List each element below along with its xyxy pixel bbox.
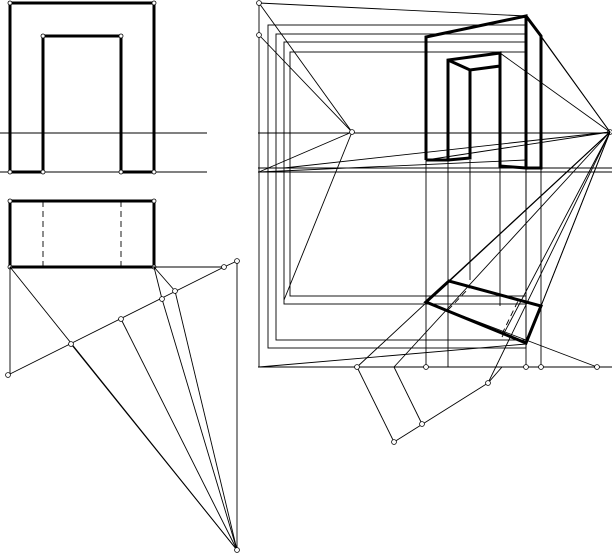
frame-rect [275, 33, 527, 341]
node [523, 364, 529, 370]
ray-line [161, 298, 238, 551]
measuring-line [7, 266, 225, 376]
vanishing-ray [540, 35, 611, 133]
vanishing-ray [499, 52, 611, 133]
vanishing-ray [540, 131, 611, 307]
arch-front-face [424, 14, 528, 170]
node [172, 288, 178, 294]
node [391, 439, 397, 445]
node [159, 296, 165, 302]
measuring-line [393, 366, 423, 425]
vanishing-ray [425, 131, 611, 161]
ray-line [120, 318, 238, 551]
vanishing-ray [258, 131, 353, 173]
node [354, 364, 360, 370]
arch-inner-jamb [447, 70, 472, 162]
node [7, 198, 13, 204]
node [5, 372, 11, 378]
frame-line [258, 2, 527, 17]
construction-line [258, 159, 527, 173]
plan-outline [8, 199, 156, 269]
node [7, 0, 13, 6]
node [151, 169, 157, 175]
node [68, 341, 74, 347]
node [151, 198, 157, 204]
node [40, 33, 46, 39]
node [256, 0, 262, 6]
frame-rect [289, 51, 527, 297]
measuring-line [393, 382, 489, 443]
node [594, 364, 600, 370]
measuring-line [487, 366, 503, 384]
plan-construction [5, 258, 240, 553]
frame-rect [267, 24, 527, 349]
node [234, 547, 240, 553]
measuring-construction [354, 301, 600, 445]
node [118, 169, 124, 175]
vanishing-ray [393, 131, 611, 368]
plan-hidden-line [501, 300, 519, 335]
ray-line [153, 266, 176, 292]
node [234, 258, 240, 264]
vanishing-ray [487, 131, 611, 384]
perspective-frame [256, 0, 612, 368]
node [221, 264, 227, 270]
node [118, 316, 124, 322]
node [7, 169, 13, 175]
measuring-line [356, 366, 395, 443]
vanishing-ray [501, 131, 611, 338]
arch-side-face [524, 15, 543, 170]
node [485, 380, 491, 386]
vanishing-point-left [349, 129, 355, 135]
ray-line [174, 290, 238, 551]
ray-line [70, 343, 238, 551]
node [423, 364, 429, 370]
arch-inner-reveal [447, 53, 502, 72]
vanishing-ray [258, 34, 353, 133]
plan-view [7, 198, 157, 270]
vanishing-rays-right [356, 15, 611, 384]
node [118, 33, 124, 39]
elevation-outline [8, 1, 156, 174]
measuring-line [425, 301, 598, 368]
plan-hidden-line [447, 286, 471, 311]
node [538, 364, 544, 370]
ray-line [153, 266, 163, 300]
node [40, 169, 46, 175]
perspective-arch [424, 14, 543, 367]
plan-in-perspective [423, 279, 544, 345]
vanishing-ray [258, 2, 353, 133]
perspective-plan [423, 279, 544, 345]
frame-line [258, 343, 527, 368]
node [151, 0, 157, 6]
node [256, 32, 262, 38]
front-elevation [0, 0, 207, 175]
frame-rect [283, 41, 527, 305]
vanishing-ray [448, 131, 611, 282]
vanishing-ray [283, 131, 353, 301]
node [419, 421, 425, 427]
